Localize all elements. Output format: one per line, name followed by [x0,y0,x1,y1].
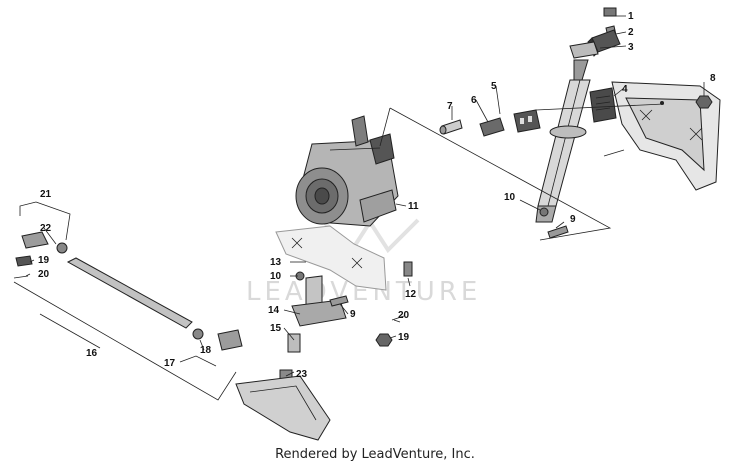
callout-11: 11 [408,201,419,212]
tie-rod-end-right [192,328,243,351]
callout-13: 13 [270,257,282,268]
clamp-part-3 [569,41,599,59]
callout-22: 22 [40,223,52,234]
callout-5: 5 [491,81,497,92]
callout-21: 21 [40,189,52,200]
callout-3: 3 [628,42,634,53]
tie-rod [66,257,193,329]
callout-19-b: 19 [398,332,410,343]
callout-20-b: 20 [398,310,410,321]
tie-rod-end-left [15,231,68,267]
misc-nuts [295,261,413,347]
callout-6: 6 [471,95,477,106]
callout-8: 8 [710,73,716,84]
callout-1: 1 [628,11,634,22]
callout-14: 14 [268,305,280,316]
lower-frame-member [235,375,331,441]
ghost-bracket [275,225,387,291]
steering-mount-bracket [603,81,721,191]
block-part-5 [513,109,541,133]
callout-12: 12 [405,289,417,300]
callout-16: 16 [86,348,98,359]
callout-18: 18 [200,345,212,356]
nut-part-8 [695,95,713,109]
cotter-pins [13,275,405,321]
callout-23: 23 [296,369,308,380]
steering-column [535,59,591,223]
pitman-arm [279,275,347,385]
plate-part-6 [479,117,505,137]
spacer-part-7 [439,119,463,135]
bracket-part-4 [589,87,617,123]
callout-9: 9 [570,214,576,225]
bolt-part-9 [547,225,569,239]
callout-7: 7 [447,101,453,112]
footer-credit: Rendered by LeadVenture, Inc. [275,447,475,462]
power-steering-unit [295,115,399,227]
callout-10: 10 [504,192,516,203]
callout-20: 20 [38,269,50,280]
callout-2: 2 [628,27,634,38]
callout-4: 4 [622,84,628,95]
callout-10-b: 10 [270,271,282,282]
leader-lines [13,15,705,401]
callout-19: 19 [38,255,50,266]
callout-labels: 1 2 3 4 5 6 7 8 9 10 11 12 13 14 15 16 1… [38,11,716,380]
callout-9-b: 9 [350,309,356,320]
callout-17: 17 [164,358,176,369]
callout-15: 15 [270,323,282,334]
